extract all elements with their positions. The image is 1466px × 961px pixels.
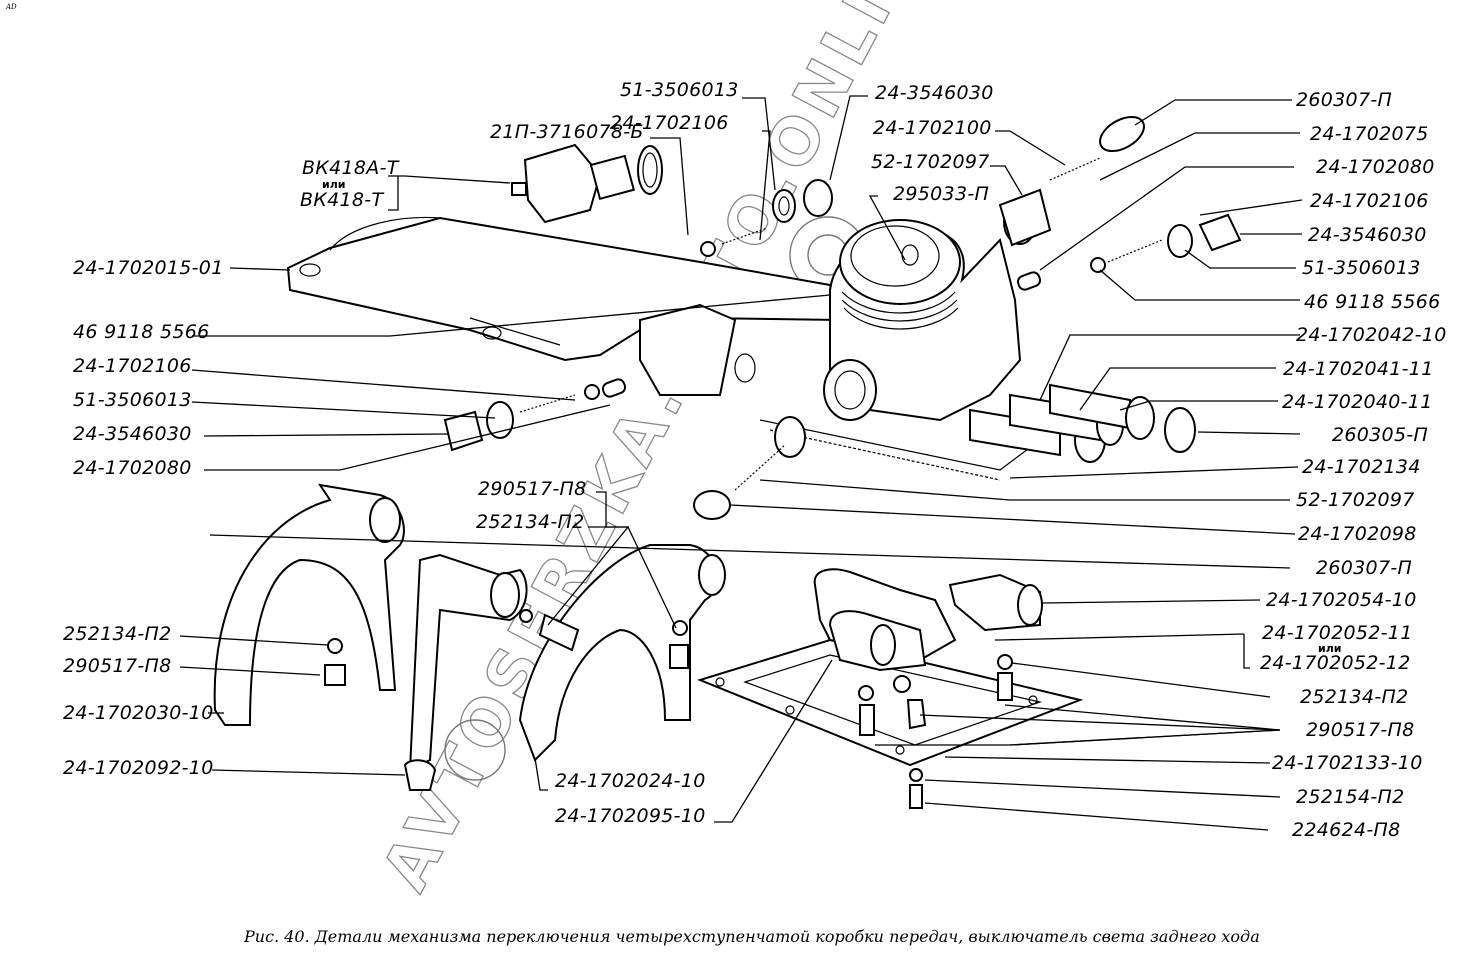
part-label-51-3506013-top: 51-3506013 bbox=[620, 79, 739, 101]
right-detent-parts bbox=[1016, 213, 1242, 291]
part-label-260307-P-bottom: 260307-П bbox=[1316, 557, 1413, 579]
part-label-52-1702097-right: 52-1702097 bbox=[1296, 489, 1415, 511]
part-label-24-1702080-right: 24-1702080 bbox=[1316, 156, 1435, 178]
part-label-24-1702106-left: 24-1702106 bbox=[73, 355, 192, 377]
part-label-24-3546030-right: 24-3546030 bbox=[1308, 224, 1427, 246]
part-label-290517-P8-mid: 290517-П8 bbox=[478, 478, 587, 500]
shift-fork-1 bbox=[213, 483, 405, 726]
shift-rods bbox=[774, 383, 1196, 463]
interlock-plate bbox=[697, 638, 1084, 767]
shift-cover-body bbox=[286, 216, 842, 396]
part-label-24-3546030-top: 24-3546030 bbox=[875, 82, 994, 104]
part-label-24-1702092-10: 24-1702092-10 bbox=[63, 757, 214, 779]
part-label-24-1702015-01: 24-1702015-01 bbox=[73, 257, 224, 279]
or-text-switch: или bbox=[322, 178, 346, 191]
left-detent-parts bbox=[443, 378, 627, 452]
part-label-24-1702095-10: 24-1702095-10 bbox=[555, 805, 706, 827]
part-label-24-1702100: 24-1702100 bbox=[873, 117, 992, 139]
part-label-VK418-T: ВК418-Т bbox=[300, 189, 384, 211]
part-label-24-1702134: 24-1702134 bbox=[1302, 456, 1421, 478]
part-label-51-3506013-left: 51-3506013 bbox=[73, 389, 192, 411]
part-label-24-1702106-top: 24-1702106 bbox=[610, 112, 729, 134]
top-spring-washer-plug bbox=[700, 115, 1145, 257]
part-label-24-1702052-11: 24-1702052-11 bbox=[1262, 622, 1413, 644]
part-label-260307-P-top: 260307-П bbox=[1296, 89, 1393, 111]
part-label-252154-P2: 252154-П2 bbox=[1296, 786, 1405, 808]
svg-text:AVTOSERZKA.AVTO.ONLINE: AVTOSERZKA.AVTO.ONLINE bbox=[369, 0, 960, 903]
part-label-252134-P2-mid: 252134-П2 bbox=[476, 511, 585, 533]
part-label-24-1702024-10: 24-1702024-10 bbox=[555, 770, 706, 792]
part-label-VK418A-T: ВК418А-Т bbox=[302, 157, 399, 179]
part-label-24-1702041-11: 24-1702041-11 bbox=[1283, 358, 1434, 380]
part-label-252134-P2-left: 252134-П2 bbox=[63, 623, 172, 645]
part-label-24-1702106-right: 24-1702106 bbox=[1310, 190, 1429, 212]
part-label-224624-P8: 224624-П8 bbox=[1292, 819, 1401, 841]
reverse-light-switch bbox=[511, 143, 663, 224]
part-label-24-1702054-10: 24-1702054-10 bbox=[1266, 589, 1417, 611]
part-label-46-9118-5566-right: 46 9118 5566 bbox=[1304, 291, 1441, 313]
part-label-260305-P: 260305-П bbox=[1332, 424, 1429, 446]
part-label-24-1702042-10: 24-1702042-10 bbox=[1296, 324, 1447, 346]
watermark: AVTOSERZKA.AVTO.ONLINE bbox=[368, 0, 961, 903]
part-label-51-3506013-right: 51-3506013 bbox=[1302, 257, 1421, 279]
callout-lines bbox=[179, 95, 1303, 831]
part-label-295033-P: 295033-П bbox=[893, 183, 990, 205]
part-label-21P-3716078-B: 21П-3716078-Б bbox=[490, 121, 644, 143]
or-text-block: или bbox=[1318, 642, 1342, 655]
part-label-24-1702098: 24-1702098 bbox=[1298, 523, 1417, 545]
plate-bolts bbox=[858, 654, 1013, 809]
part-label-24-1702052-12: 24-1702052-12 bbox=[1260, 652, 1411, 674]
part-label-46-9118-5566-left: 46 9118 5566 bbox=[73, 321, 210, 343]
lower-spring-plug bbox=[693, 444, 786, 520]
part-label-52-1702097-top: 52-1702097 bbox=[871, 151, 990, 173]
part-label-24-1702080-left: 24-1702080 bbox=[73, 457, 192, 479]
part-label-290517-P8-right: 290517-П8 bbox=[1306, 719, 1415, 741]
part-label-24-1702030-10: 24-1702030-10 bbox=[63, 702, 214, 724]
corner-mark: AD bbox=[6, 3, 17, 11]
shift-housing bbox=[759, 219, 1041, 481]
part-label-252134-P2-right: 252134-П2 bbox=[1300, 686, 1409, 708]
shift-lever bbox=[403, 553, 533, 791]
part-label-290517-P8-left: 290517-П8 bbox=[63, 655, 172, 677]
part-label-24-3546030-left: 24-3546030 bbox=[73, 423, 192, 445]
part-label-24-1702133-10: 24-1702133-10 bbox=[1272, 752, 1423, 774]
part-label-24-1702040-11: 24-1702040-11 bbox=[1282, 391, 1433, 413]
interlock-blocks bbox=[813, 568, 1043, 672]
figure-caption: Рис. 40. Детали механизма переключения ч… bbox=[244, 927, 1260, 946]
part-label-24-1702075: 24-1702075 bbox=[1310, 123, 1429, 145]
